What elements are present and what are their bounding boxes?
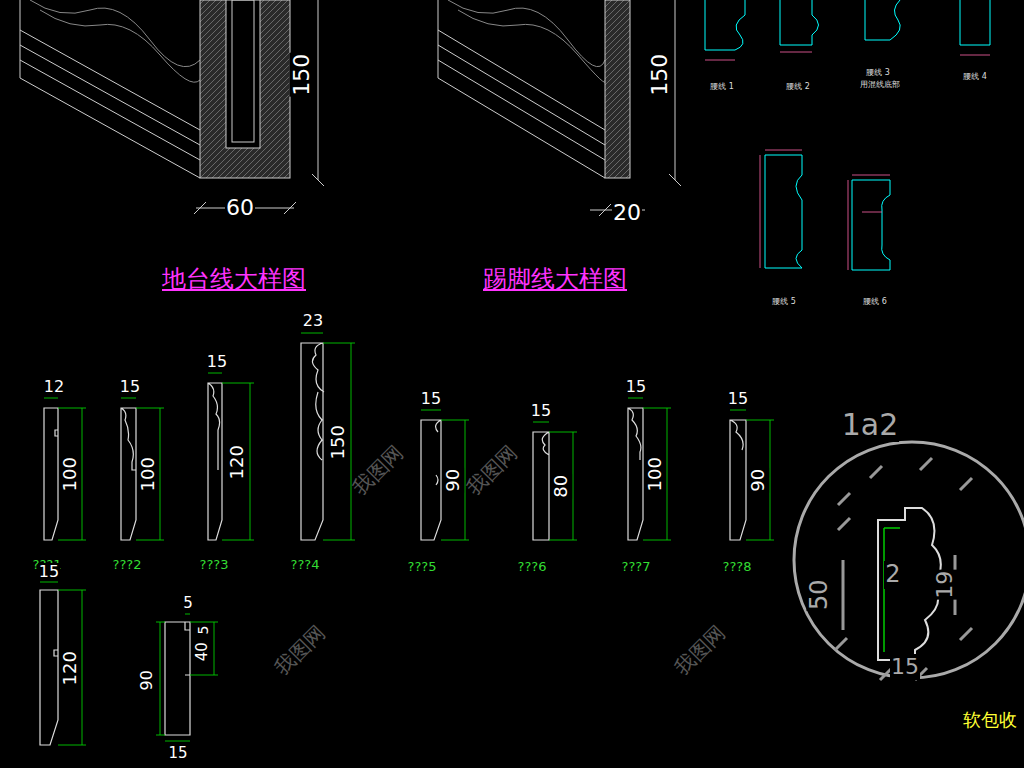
watermark: 我图网: [348, 440, 408, 500]
dimension-label: 40: [194, 641, 211, 662]
part-label: ???7: [621, 560, 652, 575]
watermark: 我图网: [270, 620, 330, 680]
detail-title: 踢脚线大样图: [482, 266, 628, 294]
dimension-label: 23: [302, 312, 324, 330]
dimension-label: 150: [328, 424, 349, 460]
sketch-label: 15: [890, 654, 920, 679]
detail-title: 地台线大样图: [161, 266, 307, 294]
part-label: 腰线 4: [962, 72, 988, 81]
sketch-label: 2: [884, 561, 901, 589]
part-label: ???4: [290, 558, 321, 573]
dimension-label: 15: [167, 745, 188, 762]
part-label: ???6: [517, 560, 548, 575]
dimension-label: 60: [225, 195, 255, 220]
dimension-label: 150: [647, 53, 672, 97]
dimension-label: 15: [530, 402, 552, 420]
part-label: 用混线底部: [859, 80, 901, 89]
dimension-label: 90: [443, 468, 464, 493]
part-label: ???3: [199, 558, 230, 573]
dimension-label: 15: [420, 390, 442, 408]
part-label: ???2: [112, 558, 143, 573]
dimension-label: 20: [612, 200, 642, 225]
dimension-label: 120: [60, 650, 81, 686]
dimension-label: 100: [138, 456, 159, 492]
note-label: 软包收: [962, 710, 1018, 731]
part-label: 腰线 5: [771, 297, 797, 306]
dimension-label: 15: [727, 390, 749, 408]
part-label: ???8: [722, 560, 753, 575]
part-label: 腰线 6: [862, 297, 888, 306]
dimension-label: 12: [43, 378, 65, 396]
dimension-label: 5: [195, 625, 211, 636]
dimension-label: 5: [182, 595, 194, 612]
watermark: 我图网: [670, 620, 730, 680]
part-label: ???5: [407, 560, 438, 575]
watermark: 我图网: [462, 440, 522, 500]
part-label: 腰线 3: [865, 68, 891, 77]
dimension-label: 90: [748, 468, 769, 493]
dimension-label: 90: [138, 669, 156, 691]
part-label: 腰线 1: [709, 82, 735, 91]
dimension-label: 100: [60, 456, 81, 492]
dimension-label: 120: [227, 444, 248, 480]
dimension-label: 15: [625, 378, 647, 396]
dimension-label: 15: [38, 563, 60, 581]
sketch-label: 19: [932, 570, 957, 600]
dimension-label: 80: [551, 474, 572, 499]
dimension-label: 15: [119, 378, 141, 396]
dimension-label: 15: [206, 353, 228, 371]
dimension-label: 100: [645, 456, 666, 492]
sketch-label: 50: [806, 579, 834, 612]
dimension-label: 150: [289, 53, 314, 97]
part-label: 腰线 2: [785, 82, 811, 91]
sketch-label: 1a2: [841, 408, 900, 443]
